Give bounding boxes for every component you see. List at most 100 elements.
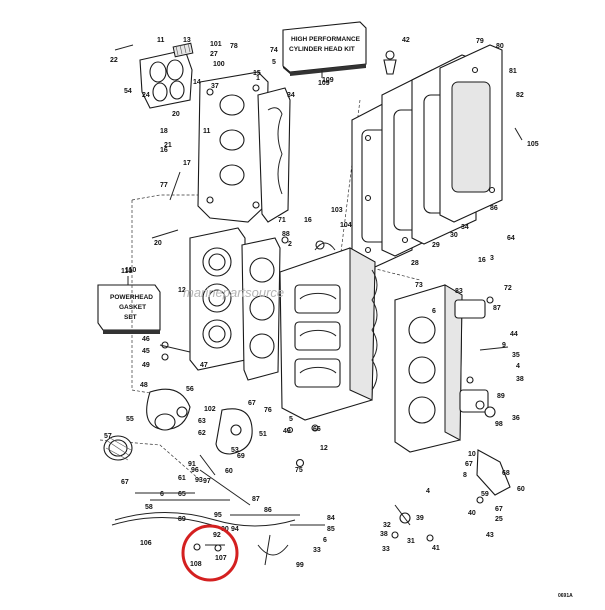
callout-73: 73 [415,282,423,289]
callout-38: 38 [516,376,524,383]
callout-86: 86 [490,205,498,212]
callout-99: 99 [296,562,304,569]
callout-33: 33 [313,547,321,554]
callout-29: 29 [432,242,440,249]
callout-1: 1 [256,75,260,82]
callout-60: 60 [225,468,233,475]
callout-67: 67 [465,461,473,468]
callout-43: 43 [486,532,494,539]
callout-45: 45 [142,348,150,355]
callout-88: 88 [282,231,290,238]
callout-16: 16 [478,257,486,264]
callout-77: 77 [160,182,168,189]
callout-102: 102 [204,406,216,413]
callout-110: 110 [125,267,136,274]
callout-2: 2 [288,241,292,248]
callout-107: 107 [215,555,227,562]
kit-box-line1: HIGH PERFORMANCE [291,36,361,43]
callout-41: 41 [432,545,440,552]
callout-67: 67 [495,506,503,513]
callout-75: 75 [295,467,303,474]
callout-8: 8 [463,472,467,479]
callout-6: 6 [323,537,327,544]
callout-36: 36 [512,415,520,422]
gasket-box-ref: 110 [121,268,132,275]
callout-69: 69 [237,453,245,460]
callout-16: 16 [304,217,312,224]
callout-72: 72 [504,285,512,292]
callout-34: 34 [461,224,469,231]
callout-31: 31 [407,538,415,545]
callout-11: 11 [157,37,165,44]
callout-5: 5 [272,59,276,66]
callout-60: 60 [517,486,525,493]
callout-68: 68 [502,470,510,477]
callout-9: 9 [502,342,506,349]
callout-93: 93 [195,477,203,484]
callout-4: 4 [516,363,520,370]
callout-96: 96 [191,467,199,474]
gasket-box-line1: POWERHEAD [110,294,153,301]
callout-42: 42 [402,37,410,44]
cylinder-block [279,247,378,421]
callout-53: 53 [231,447,239,454]
kit-box-ref: 109 [318,80,330,87]
throttle-cam-arm [146,388,191,431]
callout-38: 38 [380,531,388,538]
callout-56: 56 [186,386,194,393]
callout-55: 55 [126,416,134,423]
callout-15: 15 [253,70,261,77]
cylinder-head-cover [197,71,291,223]
callout-62: 62 [198,430,206,437]
callout-27: 27 [210,51,218,58]
highlighted-parts [193,543,225,552]
callout-6: 6 [432,308,436,315]
callout-64: 64 [507,235,515,242]
callout-81: 81 [509,68,517,75]
callout-30: 30 [450,232,458,239]
callout-94: 94 [231,526,239,533]
callout-78: 78 [230,43,238,50]
callout-91: 91 [188,461,196,468]
gasket-set-box: 110 POWERHEAD GASKET SET [97,268,161,334]
gasket-box-line3: SET [124,314,137,321]
drawing-number: 0691A [558,593,573,599]
intake-manifold-assembly [139,42,194,109]
callout-17: 17 [183,160,191,167]
small-hardware [114,44,523,542]
callout-82: 82 [516,92,524,99]
crankcase-half [394,284,489,453]
callout-105: 105 [527,141,539,148]
callout-85: 85 [327,526,335,533]
callout-71: 71 [278,217,286,224]
callout-83: 83 [455,288,463,295]
callout-12: 12 [178,287,186,294]
gasket-box-line2: GASKET [119,304,146,311]
callout-80: 80 [496,43,504,50]
callout-22: 22 [110,57,118,64]
callout-87: 87 [252,496,260,503]
callout-20: 20 [172,111,180,118]
callout-89: 89 [497,393,505,400]
callout-86: 86 [264,507,272,514]
callout-49: 49 [283,428,291,435]
callout-44: 44 [510,331,518,338]
callout-87: 87 [493,305,501,312]
linkage-rods [111,454,325,566]
callout-40: 40 [468,510,476,517]
callout-35: 35 [512,352,520,359]
callout-66: 66 [313,426,321,433]
callout-28: 28 [411,260,419,267]
callout-95: 95 [214,512,222,519]
cylinder-head-kit-box: HIGH PERFORMANCE CYLINDER HEAD KIT 109 [282,21,367,87]
callout-46: 46 [142,336,150,343]
callout-108: 108 [190,561,202,568]
callout-103: 103 [331,207,343,214]
callout-61: 61 [178,475,186,482]
callout-100: 100 [213,61,225,68]
callout-14: 14 [193,79,201,86]
callout-54: 54 [124,88,132,95]
callout-67: 67 [121,479,129,486]
